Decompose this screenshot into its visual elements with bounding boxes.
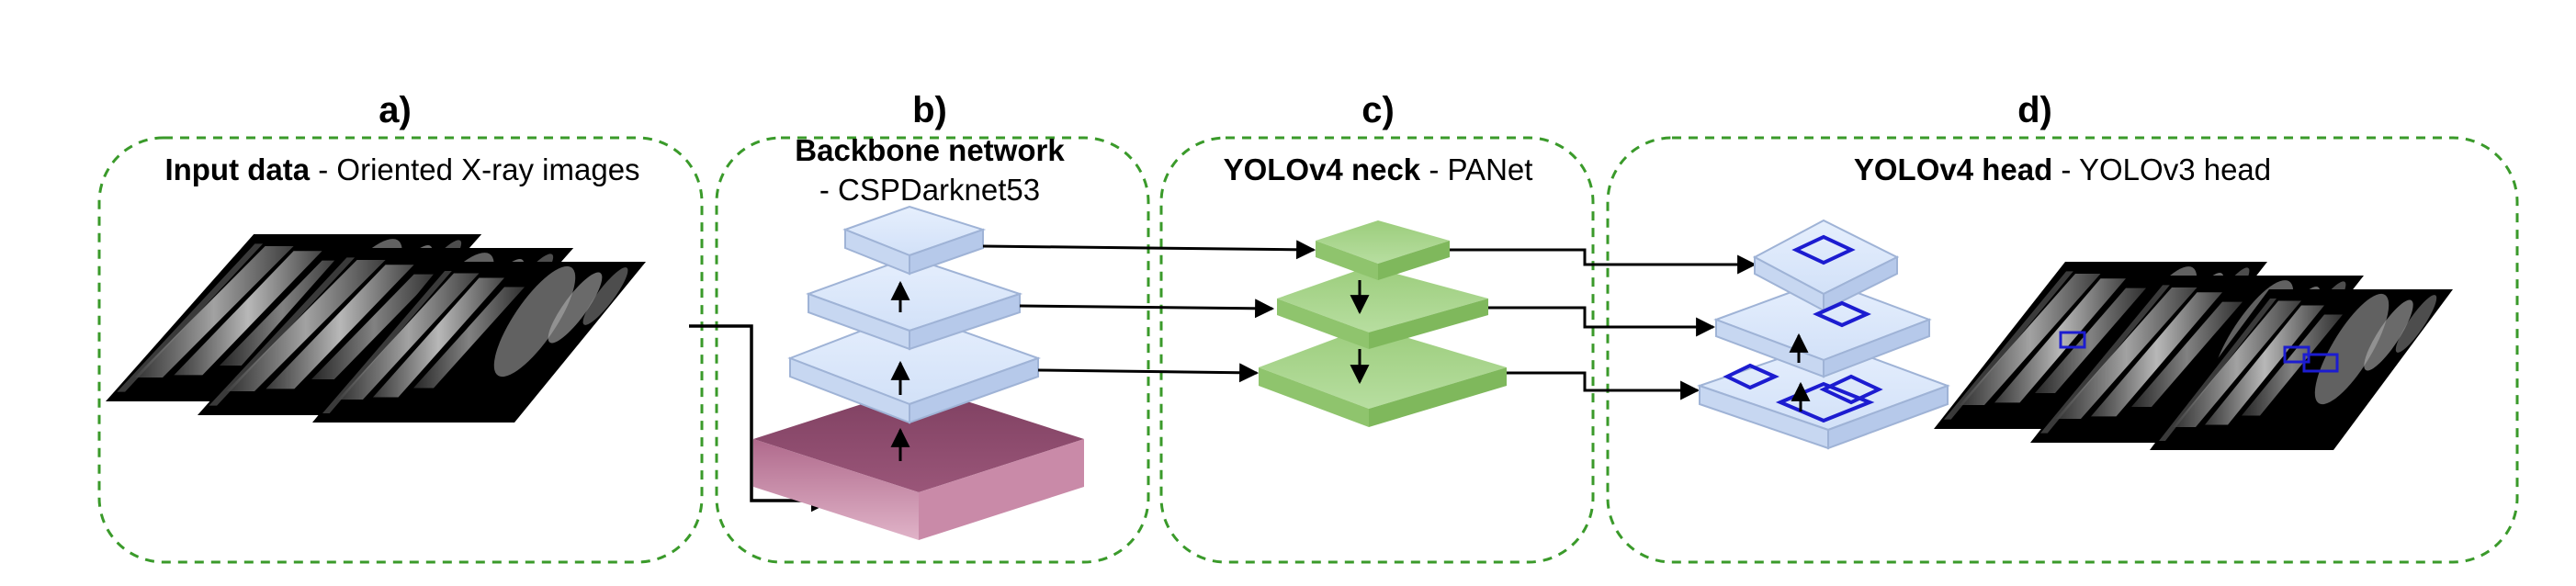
neck-layer-3 [1259,326,1507,427]
neck-to-head-arrow [1507,371,1700,400]
panel-a-letter: a) [378,90,412,130]
neck-stack [1259,220,1507,427]
panel-c-letter: c) [1361,90,1395,130]
panel-b-title: Backbone network [795,133,1065,167]
detection-box [1813,300,1871,328]
panel-b-border [715,136,1150,564]
neck-to-head-arrow [1488,306,1716,337]
detection-box [1819,374,1883,405]
output-detection-box [2302,353,2339,373]
neck-layer-2 [1277,266,1488,349]
panel-c-border [1159,136,1595,564]
neck-to-head-arrow [1450,248,1757,275]
output-xray-stack [1934,245,2453,450]
panel-d-letter: d) [2017,90,2052,130]
backbone-to-neck-arrow [982,240,1316,260]
panel-b-subtitle: - CSPDarknet53 [819,173,1040,207]
head-stack [1696,219,1950,450]
panel-c-title: YOLOv4 neck - PANet [1224,152,1533,186]
backbone-to-neck-arrow [1037,363,1260,383]
output-detection-box [2059,331,2086,349]
panel-d-border [1606,136,2519,564]
panel-a-border [97,136,704,564]
backbone-stack [753,205,1084,540]
input-to-backbone-arrow [689,324,834,513]
neck-layer-1 [1316,220,1450,280]
backbone-to-neck-arrow [1019,299,1275,319]
detection-box [1723,363,1779,390]
backbone-layer-2 [806,255,1023,351]
backbone-layer-3 [787,310,1041,424]
panel-a-title: Input data - Oriented X-ray images [164,152,639,186]
panel-d-title: YOLOv4 head - YOLOv3 head [1854,152,2271,186]
head-layer-2 [1713,278,1932,378]
detection-box [1791,234,1856,265]
panel-b-letter: b) [912,90,947,130]
backbone-layer-1 [842,205,987,276]
head-layer-1 [1752,219,1900,312]
backbone-base-layer [753,386,1084,540]
input-xray-stack [106,218,646,423]
